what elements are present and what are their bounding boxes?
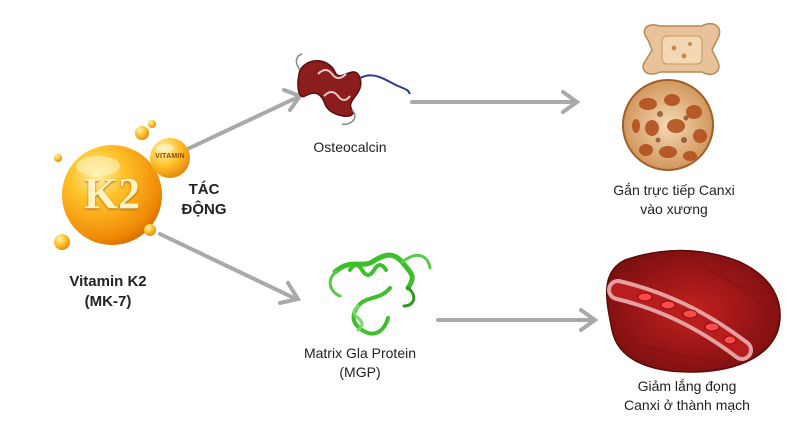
vitamin-k2-line1: Vitamin K2 xyxy=(69,273,147,290)
k2-ball-label: K2 xyxy=(83,169,141,218)
bone-icon xyxy=(622,22,721,171)
mgp-line1: Matrix Gla Protein xyxy=(303,345,417,361)
blood-vessel-icon xyxy=(606,249,781,373)
arrow-mgp-to-vessel xyxy=(436,308,599,332)
arrow-osteocalcin-to-bone xyxy=(410,90,581,114)
action-label: TÁC ĐỘNG xyxy=(176,180,232,220)
osteocalcin-protein-icon xyxy=(295,53,411,126)
vessel-effect-line1: Giảm lắng đọng xyxy=(637,378,737,394)
vessel-effect-label: Giảm lắng đọng Canxi ở thành mạch xyxy=(600,377,774,415)
vitamin-k2-line2: (MK-7) xyxy=(84,293,132,310)
bone-effect-line1: Gắn trực tiếp Canxi xyxy=(613,182,735,198)
bone-effect-line2: vào xương xyxy=(640,201,708,217)
k2-vitamin-ball-icon xyxy=(54,120,190,250)
small-vitamin-ball-label: VITAMIN xyxy=(155,153,185,160)
vitamin-k2-label: Vitamin K2 (MK-7) xyxy=(48,272,168,312)
vessel-effect-line2: Canxi ở thành mạch xyxy=(624,397,750,413)
mgp-line2: (MGP) xyxy=(339,364,381,380)
mgp-label: Matrix Gla Protein (MGP) xyxy=(290,344,430,382)
action-line2: ĐỘNG xyxy=(181,201,227,218)
mgp-protein-icon xyxy=(328,252,432,336)
arrow-k2-to-mgp xyxy=(158,232,302,305)
osteocalcin-line1: Osteocalcin xyxy=(313,139,387,155)
bone-effect-label: Gắn trực tiếp Canxi vào xương xyxy=(594,181,754,219)
action-line1: TÁC xyxy=(188,181,220,198)
osteocalcin-label: Osteocalcin xyxy=(290,138,410,157)
